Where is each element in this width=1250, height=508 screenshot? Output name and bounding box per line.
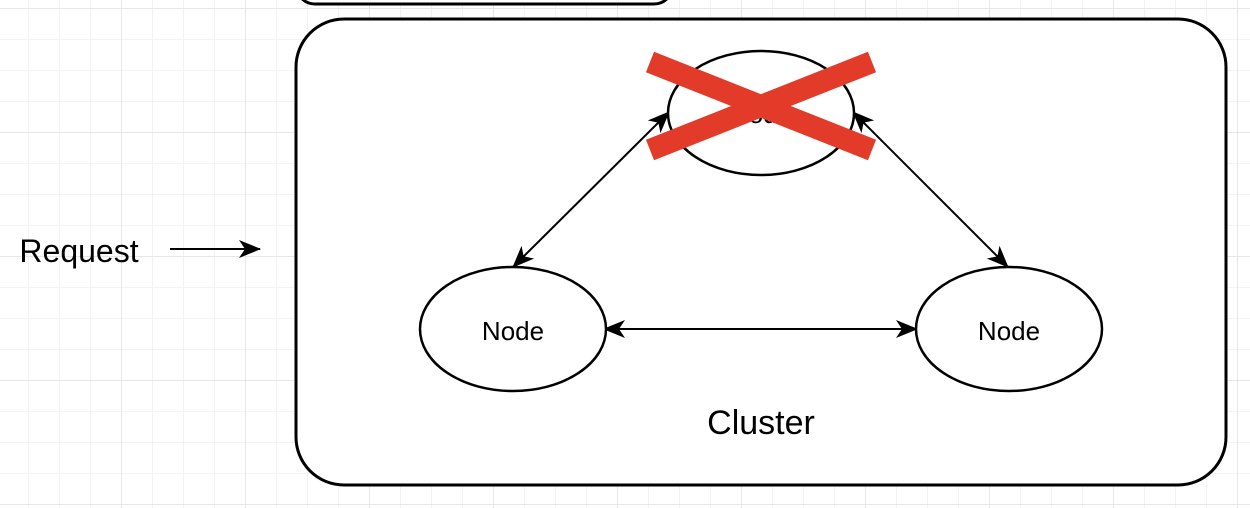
request-label: Request — [19, 233, 139, 269]
edge-top-right[interactable] — [852, 111, 1009, 268]
node-left-label: Node — [481, 316, 545, 346]
partial-top-box[interactable] — [297, 0, 672, 6]
cluster-label: Cluster — [707, 404, 815, 442]
node-right[interactable] — [914, 265, 1104, 393]
edge-top-left[interactable] — [512, 111, 670, 268]
node-top-label: Node — [729, 99, 793, 129]
node-left[interactable] — [418, 265, 608, 393]
node-right-label: Node — [977, 316, 1041, 346]
